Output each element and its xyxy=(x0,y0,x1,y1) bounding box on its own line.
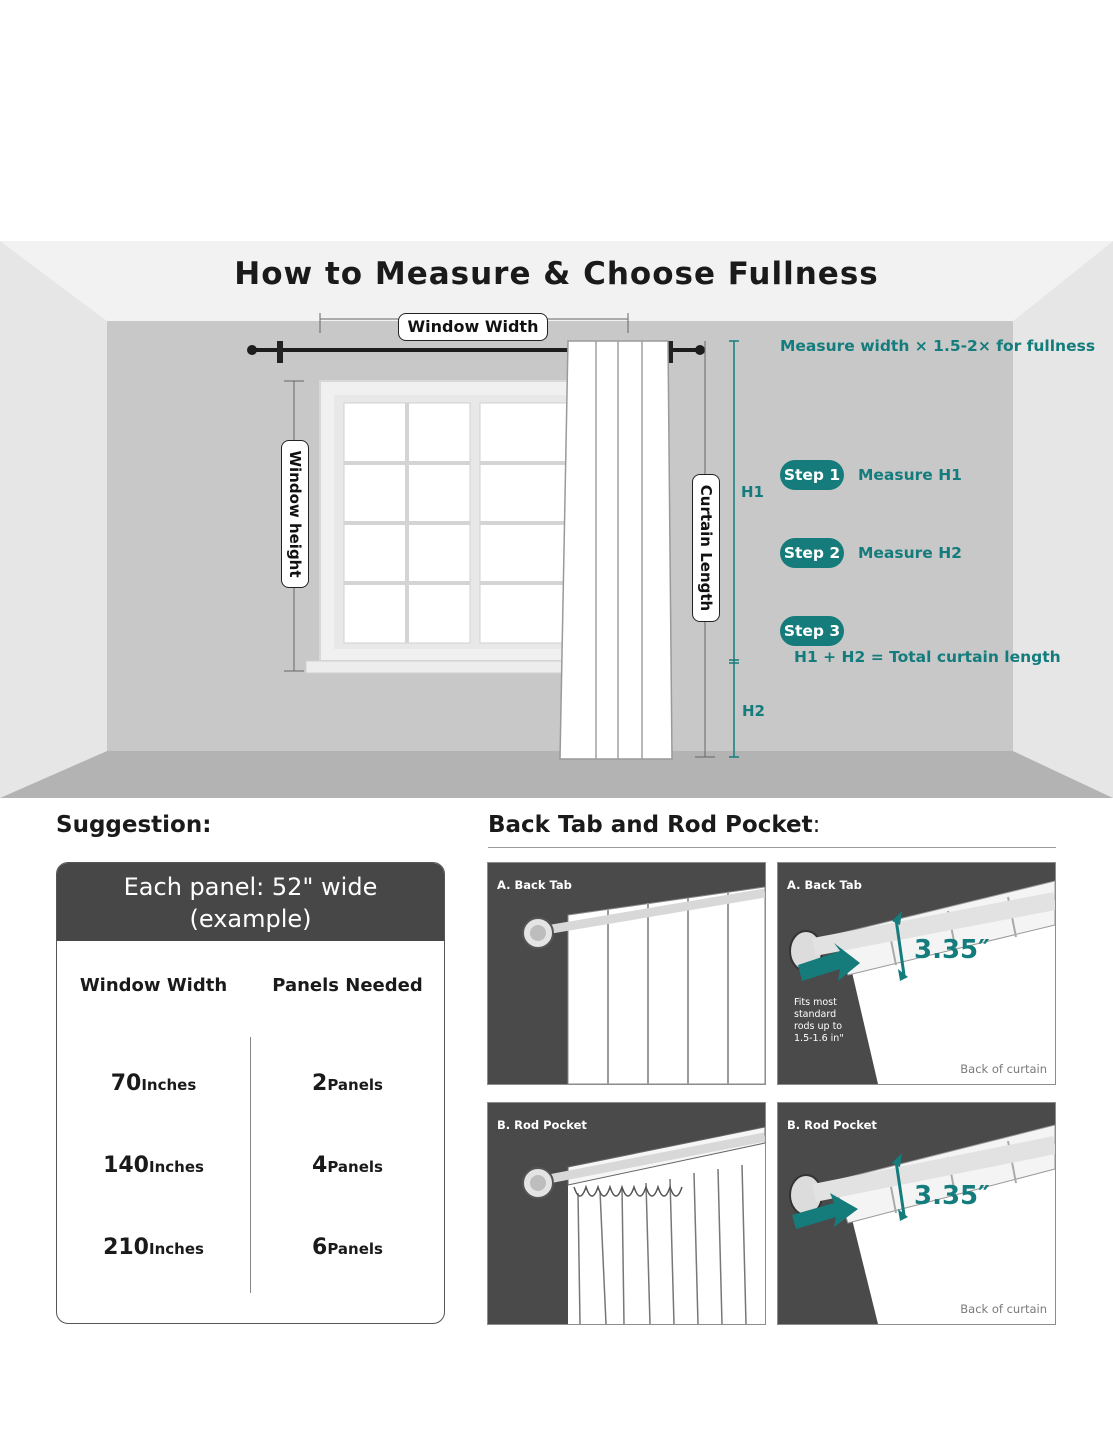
table-row-3-width: 210Inches xyxy=(57,1235,250,1260)
width-unit: Inches xyxy=(149,1158,204,1176)
panel-label: A. Back Tab xyxy=(787,878,862,892)
back-tab-front-illustration xyxy=(522,886,765,1084)
dimension-label: 3.35″ xyxy=(914,935,990,965)
window-height-text: Window height xyxy=(286,450,304,578)
panels-value: 2 xyxy=(312,1071,328,1096)
panels-value: 4 xyxy=(312,1153,328,1178)
step-text: Measure H2 xyxy=(858,544,962,562)
width-value: 210 xyxy=(103,1235,149,1260)
back-tab-closeup-panel: A. Back Tab 3.35″ Fits most standard rod… xyxy=(777,862,1056,1085)
panel-label: A. Back Tab xyxy=(497,878,572,892)
section-divider xyxy=(488,847,1056,848)
table-row-1-width: 70Inches xyxy=(57,1071,250,1096)
panels-table-card: Each panel: 52" wide (example) Window Wi… xyxy=(56,862,445,1324)
back-tab-front-panel: A. Back Tab xyxy=(487,862,766,1085)
panels-unit: Panels xyxy=(327,1158,383,1176)
panel-label: B. Rod Pocket xyxy=(497,1118,587,1132)
back-of-curtain-label: Back of curtain xyxy=(960,1062,1047,1076)
suggestion-heading: Suggestion: xyxy=(56,812,212,838)
rod-pocket-front-panel: B. Rod Pocket xyxy=(487,1102,766,1325)
h2-label: H2 xyxy=(742,702,765,720)
rod-pocket-closeup-illustration xyxy=(789,1124,1055,1324)
table-row-3-panels: 6Panels xyxy=(251,1235,444,1260)
table-row-1-panels: 2Panels xyxy=(251,1071,444,1096)
width-value: 70 xyxy=(110,1071,142,1096)
room-scene-illustration xyxy=(0,241,1113,798)
step-text: H1 + H2 = Total curtain length xyxy=(794,647,1061,666)
back-of-curtain-label: Back of curtain xyxy=(960,1302,1047,1316)
table-row-2-panels: 4Panels xyxy=(251,1153,444,1178)
h1-label: H1 xyxy=(741,483,764,501)
fullness-note: Measure width × 1.5-2× for fullness xyxy=(780,337,1096,355)
panels-value: 6 xyxy=(312,1235,328,1260)
col-header-panels-needed: Panels Needed xyxy=(272,975,423,996)
width-unit: Inches xyxy=(149,1240,204,1258)
panels-unit: Panels xyxy=(327,1076,383,1094)
table-card-title-line1: Each panel: 52" wide xyxy=(123,873,378,901)
table-card-header: Each panel: 52" wide (example) xyxy=(57,863,444,941)
width-unit: Inches xyxy=(141,1076,197,1094)
step-1: Step 1 Measure H1 xyxy=(780,460,962,490)
panels-unit: Panels xyxy=(327,1240,383,1258)
step-badge: Step 2 xyxy=(780,538,844,568)
curtain-length-text: Curtain Length xyxy=(697,484,715,612)
table-row-2-width: 140Inches xyxy=(57,1153,250,1178)
heading-colon: : xyxy=(812,812,821,838)
step-badge: Step 1 xyxy=(780,460,844,490)
width-value: 140 xyxy=(103,1153,149,1178)
rod-pocket-closeup-panel: B. Rod Pocket 3.35″ Back of curtain xyxy=(777,1102,1056,1325)
fits-note: Fits most standard rods up to 1.5-1.6 in… xyxy=(794,997,844,1044)
column-divider xyxy=(250,1037,251,1293)
back-tab-closeup-illustration xyxy=(789,880,1055,1084)
panel-label: B. Rod Pocket xyxy=(787,1118,877,1132)
step-text: Measure H1 xyxy=(858,466,962,484)
window-width-label: Window Width xyxy=(398,313,548,341)
window-height-label: Window height xyxy=(281,440,309,588)
header-types-heading: Back Tab and Rod Pocket: xyxy=(488,812,820,838)
header-types-heading-text: Back Tab and Rod Pocket xyxy=(488,812,813,838)
step-2: Step 2 Measure H2 xyxy=(780,538,962,568)
step-3: Step 3H1 + H2 = Total curtain length xyxy=(780,616,1113,666)
dimension-label: 3.35″ xyxy=(914,1181,990,1211)
table-card-title-line2: (example) xyxy=(189,905,312,933)
curtain-length-label: Curtain Length xyxy=(692,474,720,622)
page-title: How to Measure & Choose Fullness xyxy=(234,256,879,292)
rod-pocket-front-illustration xyxy=(522,1126,765,1324)
col-header-window-width: Window Width xyxy=(79,975,228,996)
step-badge: Step 3 xyxy=(780,616,844,646)
